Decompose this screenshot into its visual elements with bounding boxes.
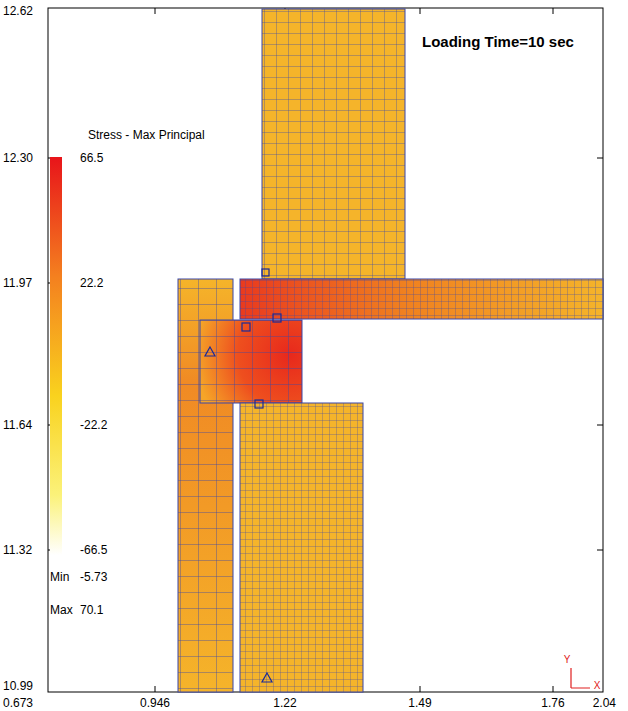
legend-value: -22.2 <box>80 418 107 432</box>
legend-heading: Stress - Max Principal <box>88 128 205 142</box>
axis-tick-label: 11.97 <box>3 276 32 290</box>
min-value: -5.73 <box>80 570 107 584</box>
legend-value: -66.5 <box>80 543 107 557</box>
min-label: Min <box>50 570 69 584</box>
axis-triad-label: Y <box>564 653 571 667</box>
axis-tick-label: 10.99 <box>3 679 33 693</box>
axis-tick-label: 1.49 <box>408 696 431 710</box>
axis-tick-label: 1.22 <box>273 696 296 710</box>
legend-value: 66.5 <box>80 151 103 165</box>
axis-tick-label: 12.30 <box>3 151 33 165</box>
axis-tick-label: 0.673 <box>3 696 33 710</box>
legend-value: 22.2 <box>80 276 103 290</box>
max-label: Max <box>50 603 73 617</box>
axis-tick-label: 1.76 <box>541 696 564 710</box>
axis-tick-label: 11.32 <box>3 543 32 557</box>
axis-tick-label: 0.946 <box>140 696 170 710</box>
axis-tick-label: 11.64 <box>3 418 32 432</box>
axis-tick-label: 12.62 <box>3 4 33 18</box>
axis-tick-label: 2.04 <box>593 696 616 710</box>
max-value: 70.1 <box>80 603 103 617</box>
plot-title: Loading Time=10 sec <box>422 33 574 51</box>
axis-triad-label: X <box>594 679 601 693</box>
